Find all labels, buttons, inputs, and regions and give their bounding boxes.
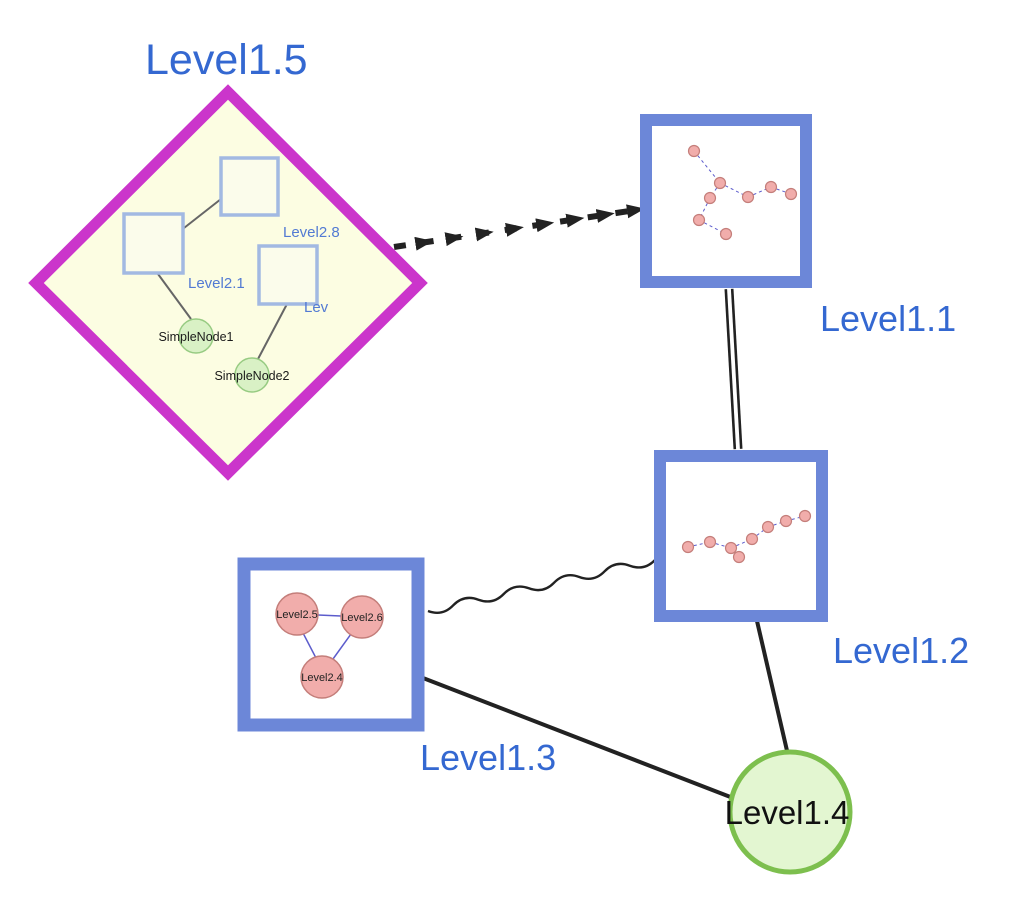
mini-graph-node[interactable]: [784, 187, 798, 201]
node-level2-1[interactable]: [122, 212, 185, 275]
node-level1-3[interactable]: Level2.5 Level2.6 Level2.4: [237, 557, 425, 732]
inner-edge-level2-6-to-level2-4[interactable]: [332, 633, 352, 660]
label-level2-1: Level2.1: [188, 275, 245, 292]
label-level1-2: Level1.2: [833, 630, 969, 671]
mini-graph-node[interactable]: [779, 514, 793, 528]
mini-graph-node[interactable]: [719, 227, 733, 241]
mini-graph-node[interactable]: [687, 144, 701, 158]
node-level1-4[interactable]: Level1.4: [725, 749, 853, 875]
mini-graph-node[interactable]: [713, 176, 727, 190]
mini-graph-edge: [693, 150, 721, 184]
node-level2-6[interactable]: [340, 595, 384, 639]
mini-graph-node[interactable]: [745, 532, 759, 546]
label-level2-4: Level2.4: [301, 672, 343, 684]
node-level1-2[interactable]: [654, 450, 828, 622]
mini-graph-node[interactable]: [724, 541, 738, 555]
node-level1-1[interactable]: [640, 114, 812, 288]
node-level2-4[interactable]: [300, 655, 344, 699]
mini-graph-node[interactable]: [798, 509, 812, 523]
group-node-level1-5[interactable]: Level2.8 Level2.1 Lev SimpleNode1 Simple…: [28, 84, 428, 481]
label-level2-8: Level2.8: [283, 224, 340, 241]
mini-graph-node[interactable]: [681, 540, 695, 554]
mini-graph-node[interactable]: [703, 535, 717, 549]
node-simplenode2[interactable]: [234, 357, 270, 393]
node-level2-lev[interactable]: [257, 244, 319, 306]
node-level2-5[interactable]: [275, 592, 319, 636]
mini-graph-node[interactable]: [741, 190, 755, 204]
label-level1-3: Level1.3: [420, 737, 556, 778]
inner-edge-level2-1-to-level2-8[interactable]: [183, 198, 222, 229]
frame-level1-3[interactable]: [237, 557, 425, 732]
label-simplenode1: SimpleNode1: [158, 330, 233, 344]
label-level1-4: Level1.4: [725, 794, 850, 831]
label-level2-5: Level2.5: [276, 609, 318, 621]
diamond-shape-level1-5[interactable]: [28, 84, 428, 481]
edge-level1_1-to-level1_2[interactable]: [724, 289, 737, 450]
edge-level1_2-to-level1_3[interactable]: [427, 559, 656, 614]
inner-edge-level2-5-to-level2-4[interactable]: [302, 632, 317, 659]
edges-layer: [393, 204, 790, 800]
edge-level1_3-to-level1_4[interactable]: [421, 676, 735, 800]
inner-edge-level2-lev-to-simplenode2[interactable]: [257, 303, 288, 360]
mini-graph-level1-2: [681, 509, 812, 564]
edge-level1_1-to-level1_2[interactable]: [730, 288, 743, 449]
mini-graph-node[interactable]: [764, 180, 778, 194]
mini-graph-level1-1: [687, 144, 798, 241]
label-level1-1: Level1.1: [820, 298, 956, 339]
label-level2-6: Level2.6: [341, 612, 383, 624]
node-level2-8[interactable]: [219, 156, 280, 217]
frame-level1-1[interactable]: [640, 114, 812, 288]
mini-graph-node[interactable]: [761, 520, 775, 534]
frame-level1-2[interactable]: [654, 450, 828, 622]
node-simplenode1[interactable]: [178, 318, 214, 354]
label-level1-5: Level1.5: [145, 36, 308, 84]
edge-level1_2-to-level1_4[interactable]: [755, 619, 790, 757]
inner-edge-level2-1-to-simplenode1[interactable]: [157, 273, 192, 320]
mini-graph-node[interactable]: [732, 550, 746, 564]
mini-graph-node[interactable]: [692, 213, 706, 227]
mini-graph-node[interactable]: [703, 191, 717, 205]
inner-edge-level2-5-to-level2-6[interactable]: [317, 614, 342, 617]
label-level2-lev: Lev: [304, 299, 329, 316]
label-simplenode2: SimpleNode2: [214, 369, 289, 383]
edge-level1_5-to-level1_1[interactable]: [393, 204, 645, 251]
circle-level1-4[interactable]: [727, 749, 853, 875]
